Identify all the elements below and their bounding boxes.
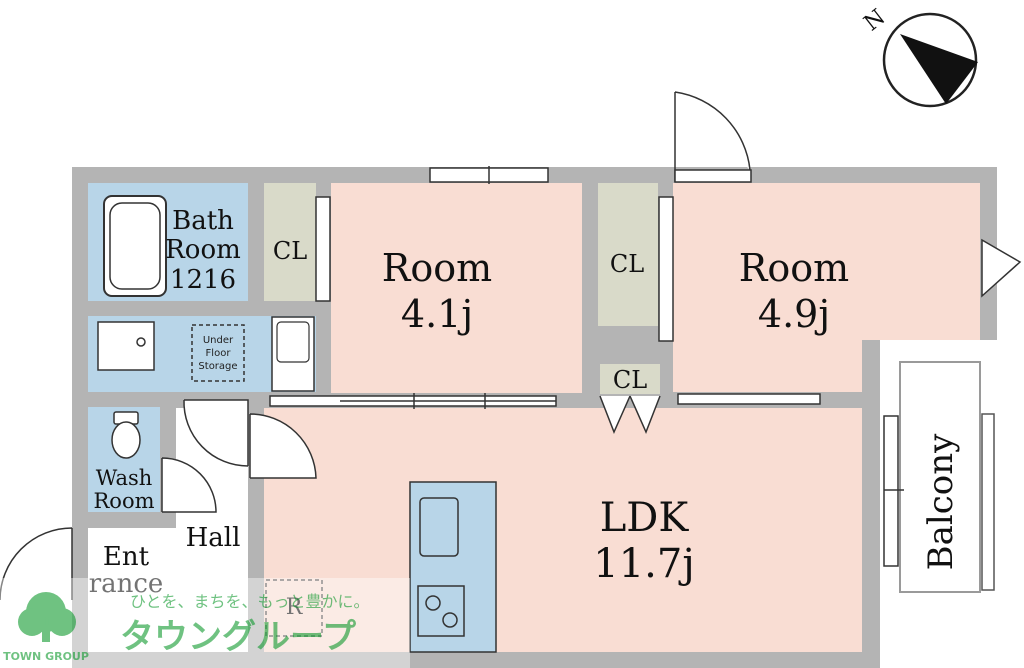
labels: Bath Room 1216 Under Floor Storage CL Ro… xyxy=(89,206,961,620)
under-floor-line3: Storage xyxy=(198,361,237,372)
toilet-bowl xyxy=(111,421,141,459)
compass-north-label: N xyxy=(860,5,891,37)
watermark-brand-en: TOWN GROUP xyxy=(3,650,89,663)
room-west-floor xyxy=(331,183,582,393)
closet-mid-label: CL xyxy=(610,250,644,278)
refrigerator-space xyxy=(265,579,323,637)
ldk-floor xyxy=(264,408,862,652)
closet-left-door xyxy=(315,196,331,302)
closet-small-label: CL xyxy=(613,366,647,394)
under-floor-line2: Floor xyxy=(206,348,232,359)
kitchen-sink xyxy=(419,497,459,557)
wash-room-line2: Room xyxy=(93,489,154,513)
door-swing-ldk xyxy=(249,413,317,479)
drain xyxy=(136,337,146,347)
vanity-basin xyxy=(276,321,310,363)
openings xyxy=(0,91,1022,601)
room-west-name: Room xyxy=(382,246,492,290)
under-floor-line1: Under xyxy=(203,335,234,346)
under-floor-storage xyxy=(191,324,245,382)
entrance-floor xyxy=(88,528,176,652)
north-arrow-icon xyxy=(900,34,978,104)
room-east-floor xyxy=(673,183,980,340)
door-swing-hall-1 xyxy=(183,399,249,467)
wash-room-line1: Wash xyxy=(96,466,153,490)
door-swing-entrance xyxy=(0,527,73,601)
door-closet-small xyxy=(599,395,661,434)
balcony-label: Balcony xyxy=(921,433,961,571)
door-swing-top xyxy=(674,91,751,182)
washing-machine-pan xyxy=(97,321,155,371)
hall-label: Hall xyxy=(186,523,241,553)
watermark-tagline: ひとを、まちを、もっと豊かに。 xyxy=(130,592,370,611)
door-swing-wash xyxy=(161,457,217,513)
room-west-area: 4.1j xyxy=(401,292,473,336)
entrance-line2: rance xyxy=(89,569,164,599)
ldk-name: LDK xyxy=(600,495,690,541)
closet-mid-door xyxy=(658,196,674,342)
room-east-name: Room xyxy=(739,246,849,290)
window-balcony xyxy=(883,415,899,567)
ldk-area: 11.7j xyxy=(593,541,694,587)
room-east-floor-ext xyxy=(673,340,862,392)
fixtures xyxy=(97,195,674,653)
bath-size: 1216 xyxy=(170,265,236,295)
door-top-leaf xyxy=(674,169,752,183)
burner-1 xyxy=(425,595,441,611)
partition-room-east xyxy=(677,393,821,405)
balcony-wall xyxy=(862,340,880,668)
bath-label-line2: Room xyxy=(165,235,241,265)
tree-logo-icon xyxy=(18,592,76,642)
closet-left-label: CL xyxy=(273,237,307,265)
entrance-line1: Ent xyxy=(103,542,150,572)
watermark: TOWN GROUP ひとを、まちを、もっと豊かに。 タウングループ xyxy=(0,578,410,668)
bathtub-inner xyxy=(109,202,161,290)
bath-label-line1: Bath xyxy=(172,206,234,236)
closet-small-floor xyxy=(600,364,660,394)
door-swing-east xyxy=(981,238,1022,298)
closet-mid-floor xyxy=(598,183,658,326)
compass: N xyxy=(860,5,978,108)
watermark-brand-kana: タウングループ xyxy=(120,617,356,657)
cooktop xyxy=(417,585,465,637)
room-east-area: 4.9j xyxy=(758,292,830,336)
refrigerator-label: R xyxy=(286,595,304,620)
balcony-floor xyxy=(899,361,981,593)
balcony-rail xyxy=(981,413,995,591)
closet-left-floor xyxy=(264,183,316,301)
burner-2 xyxy=(442,612,458,628)
